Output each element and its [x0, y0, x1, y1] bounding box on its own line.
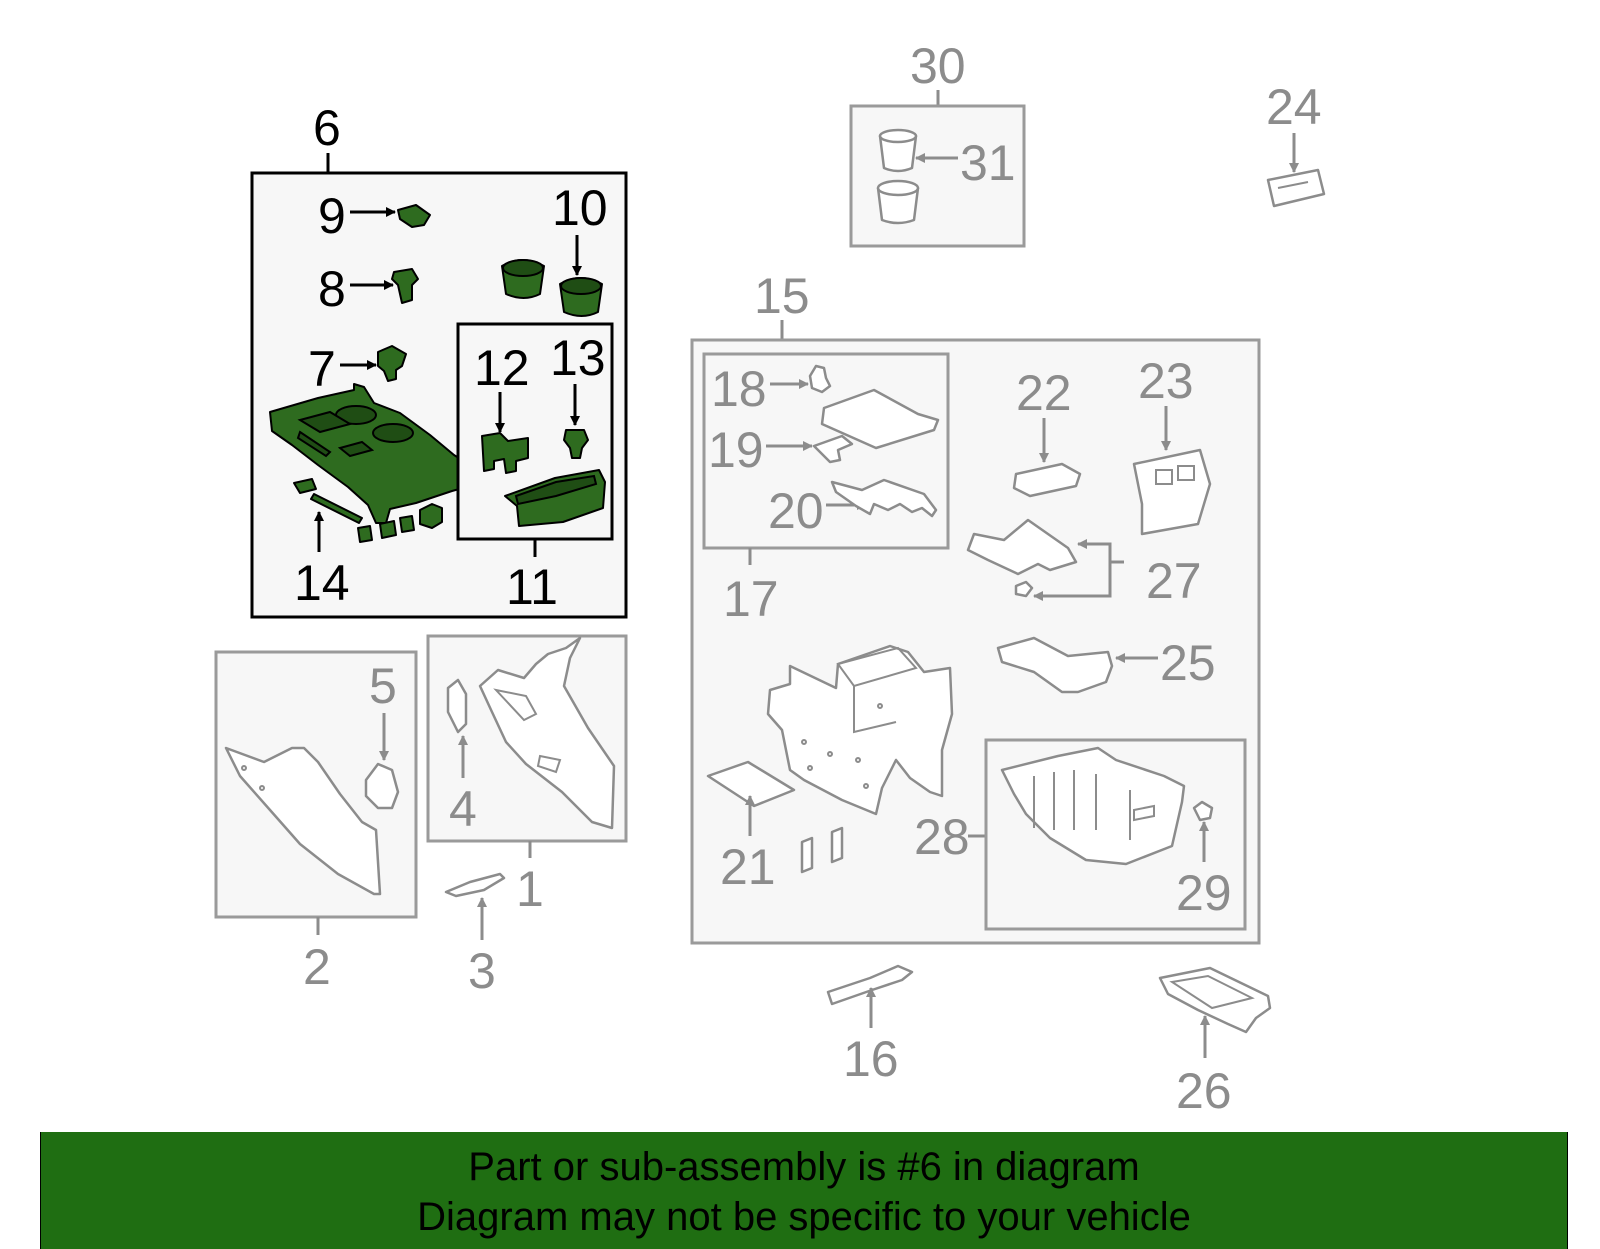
part-3-clip [444, 872, 506, 898]
callout-10: 10 [552, 180, 608, 236]
callout-31: 31 [960, 135, 1016, 191]
callout-2: 2 [303, 939, 331, 995]
part-24-bezel [1266, 168, 1326, 208]
box-30 [849, 104, 1026, 248]
part-25-duct [996, 636, 1114, 694]
callout-6: 6 [313, 100, 341, 156]
group-1: 4 1 3 [426, 634, 628, 999]
callout-27: 27 [1146, 553, 1202, 609]
callout-22: 22 [1016, 365, 1072, 421]
group-24: 24 [1266, 79, 1326, 208]
part-17-lid [820, 388, 940, 450]
group-30: 30 31 [849, 38, 1026, 248]
part-18-clip [808, 364, 832, 394]
callout-7: 7 [308, 341, 336, 397]
callout-18: 18 [711, 361, 767, 417]
part-26-tray [1158, 966, 1272, 1034]
group-26: 26 [1158, 966, 1272, 1119]
callout-9: 9 [318, 188, 346, 244]
callout-13: 13 [550, 330, 606, 386]
callout-24: 24 [1266, 79, 1322, 135]
part-7-clip [377, 345, 407, 382]
part-23-switch-panel [1132, 448, 1212, 536]
part-4-clip [446, 678, 468, 734]
callout-20: 20 [768, 483, 824, 539]
part-6-console-panel [269, 383, 489, 524]
part-21-mat [706, 760, 796, 808]
info-banner: Part or sub-assembly is #6 in diagram Di… [40, 1132, 1568, 1249]
callout-25: 25 [1160, 635, 1216, 691]
banner-line-1: Part or sub-assembly is #6 in diagram [468, 1145, 1140, 1189]
callout-26: 26 [1176, 1063, 1232, 1119]
part-9-clip [397, 204, 431, 228]
callout-17: 17 [723, 571, 779, 627]
part-1-side-panel [478, 636, 616, 830]
callout-8: 8 [318, 261, 346, 317]
part-15-console-body [766, 644, 954, 816]
callout-21: 21 [720, 839, 776, 895]
callout-11: 11 [506, 559, 558, 615]
assembly-6: 6 9 8 7 10 [250, 100, 628, 619]
callout-23: 23 [1138, 353, 1194, 409]
callout-28: 28 [914, 809, 970, 865]
callout-14: 14 [294, 555, 350, 611]
callout-16: 16 [843, 1031, 899, 1087]
group-15: 15 17 18 19 20 22 23 27 [690, 268, 1261, 945]
part-21-clip-b [830, 826, 844, 864]
part-21-clip-a [800, 836, 814, 874]
part-8-fastener [391, 268, 419, 304]
banner-line-2: Diagram may not be specific to your vehi… [417, 1195, 1191, 1239]
callout-15: 15 [754, 268, 810, 324]
callout-12: 12 [474, 340, 530, 396]
part-5-bracket [364, 762, 400, 810]
part-13-clip [563, 429, 589, 459]
callout-5: 5 [369, 658, 397, 714]
part-27-bracket [966, 518, 1078, 576]
callout-30: 30 [910, 38, 966, 94]
group-16: 16 [826, 964, 914, 1087]
callout-4: 4 [449, 781, 477, 837]
part-20-latch [830, 478, 938, 518]
part-27-clip [1014, 580, 1034, 598]
part-29-clip [1192, 800, 1214, 822]
part-19-hinge [812, 434, 854, 464]
part-16-bracket [826, 964, 914, 1006]
part-28-storage-box [1000, 746, 1186, 866]
callout-3: 3 [468, 943, 496, 999]
callout-1: 1 [516, 861, 544, 917]
group-2: 5 2 [214, 650, 418, 995]
part-22-button [1012, 462, 1082, 498]
part-12-bracket [481, 432, 529, 474]
callout-29: 29 [1176, 865, 1232, 921]
part-14-wire-harness [293, 478, 443, 543]
callout-19: 19 [708, 422, 764, 478]
part-2-side-panel [224, 746, 382, 896]
